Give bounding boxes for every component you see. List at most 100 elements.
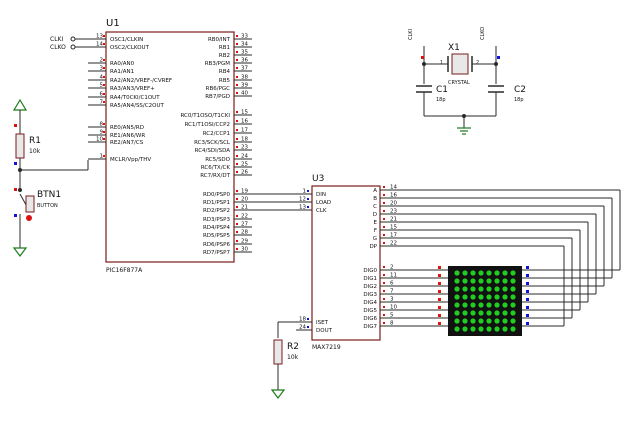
- u1-pin-marker: [236, 171, 238, 173]
- u1-pin-marker: [103, 93, 105, 95]
- u3-pin-marker: [383, 298, 385, 300]
- u1-pin-name: MCLR/Vpp/THV: [110, 157, 151, 163]
- led-dot: [478, 270, 484, 276]
- clki-terminal[interactable]: [70, 36, 76, 42]
- u1-pin-number: 17: [241, 128, 248, 134]
- r1-pin-marker: [14, 124, 17, 127]
- u1-pin-marker: [103, 101, 105, 103]
- led-dot: [462, 318, 468, 324]
- u1-pin-name: RD0/PSP0: [203, 192, 231, 198]
- u3-pin-number: 14: [390, 185, 397, 191]
- u3-pin-marker: [383, 290, 385, 292]
- matrix-pin-marker: [526, 274, 529, 277]
- vcc-arrow-icon: [12, 98, 28, 111]
- led-dot: [502, 278, 508, 284]
- u1-pin-name: RD3/PSP3: [203, 217, 231, 223]
- oscillator-circuit[interactable]: CLKI CLKO X1 1 2 CRYSTAL C1 18p C2 18p: [408, 27, 526, 135]
- u1-pin-number: 33: [241, 34, 248, 40]
- u3-pin-marker: [383, 226, 385, 228]
- u1-pin-name: RD1/PSP1: [203, 200, 230, 206]
- clock-terminals: CLKI CLKO: [50, 36, 88, 51]
- u1-pin-number: 21: [241, 205, 248, 211]
- u3-pin-number: 21: [390, 217, 397, 223]
- led-dot: [478, 294, 484, 300]
- u3-pin-marker: [383, 282, 385, 284]
- led-dot: [486, 318, 492, 324]
- u1-ref: U1: [106, 18, 120, 29]
- digit-bus: [396, 269, 448, 327]
- u3-pin-marker: [383, 194, 385, 196]
- ground-icon: [12, 247, 28, 257]
- u1-pin-name: RE1/AN6/WR: [110, 133, 145, 139]
- led-dot: [478, 278, 484, 284]
- u1-pin-number: 18: [241, 137, 248, 143]
- r1-resistor[interactable]: R1 10k: [12, 98, 41, 178]
- u3-pin-marker: [383, 186, 385, 188]
- u1-pin-marker: [103, 84, 105, 86]
- u1-pin-name: RC6/TX/CK: [201, 165, 231, 171]
- u3-pin-number: 7: [390, 289, 394, 295]
- u1-pin-number: 22: [241, 214, 248, 220]
- r2-resistor[interactable]: R2 10k: [270, 321, 299, 399]
- led-dot: [502, 302, 508, 308]
- u1-pin-name: RA2/AN2/VREF-/CVREF: [110, 78, 172, 84]
- r1-body: [15, 133, 25, 159]
- btn1-press-icon[interactable]: [26, 215, 32, 221]
- u3-pin-marker: [383, 306, 385, 308]
- led-dot: [462, 326, 468, 332]
- u1-pin-number: 8: [100, 122, 104, 128]
- u3-pin-name: F: [374, 228, 377, 234]
- u1-pin-marker: [236, 76, 238, 78]
- led-dot: [502, 286, 508, 292]
- led-dot: [494, 302, 500, 308]
- btn1-button[interactable]: BTN1 BUTTON: [12, 170, 61, 257]
- u3-pin-name: DIG4: [363, 300, 377, 306]
- u3-pin-name: LOAD: [316, 200, 331, 206]
- u1-pin-number: 29: [241, 239, 248, 245]
- u1-pin-name: RD7/PSP7: [203, 250, 231, 256]
- led-dot: [470, 278, 476, 284]
- led-dot: [486, 326, 492, 332]
- led-dot: [486, 286, 492, 292]
- u1-pin-marker: [236, 223, 238, 225]
- matrix-pin-marker: [438, 314, 441, 317]
- clko-terminal[interactable]: [70, 44, 76, 50]
- u1-part: PIC16F877A: [106, 267, 143, 274]
- u3-pin-marker: [307, 206, 309, 208]
- x1-ref: X1: [448, 43, 460, 53]
- led-grid: [454, 270, 516, 332]
- u1-pin-name: RA3/AN3/VREF+: [110, 86, 155, 92]
- matrix-pin-marker: [438, 306, 441, 309]
- u1-pin-number: 37: [241, 66, 248, 72]
- x1-pin1: 1: [440, 60, 443, 66]
- matrix-pin-marker: [526, 298, 529, 301]
- u3-pin-marker: [383, 322, 385, 324]
- u1-pin-name: RB4: [219, 69, 231, 75]
- u1-pin-number: 30: [241, 247, 248, 253]
- u1-pin-marker: [236, 198, 238, 200]
- u1-microcontroller[interactable]: U1 PIC16F877A 13OSC1/CLKIN14OSC2/CLKOUT2…: [88, 18, 252, 274]
- u1-pin-marker: [236, 120, 238, 122]
- u1-pin-name: RC3/SCK/SCL: [194, 140, 231, 146]
- led-dot: [470, 302, 476, 308]
- u3-pin-marker: [383, 242, 385, 244]
- led-dot: [486, 270, 492, 276]
- led-dot: [502, 270, 508, 276]
- led-dot: [478, 302, 484, 308]
- u3-pin-name: DP: [369, 244, 377, 250]
- u1-pin-name: RA0/AN0: [110, 61, 135, 67]
- led-dot: [462, 286, 468, 292]
- u1-pin-marker: [236, 51, 238, 53]
- led-dot: [486, 278, 492, 284]
- btn1-pin-marker: [14, 188, 17, 191]
- led-matrix[interactable]: [438, 266, 529, 336]
- led-dot: [510, 326, 516, 332]
- x1-pin-marker: [497, 56, 500, 59]
- u3-pin-number: 12: [299, 197, 306, 203]
- led-dot: [478, 310, 484, 316]
- led-dot: [462, 278, 468, 284]
- u1-pin-number: 39: [241, 83, 248, 89]
- u3-pin-name: DIG6: [363, 316, 377, 322]
